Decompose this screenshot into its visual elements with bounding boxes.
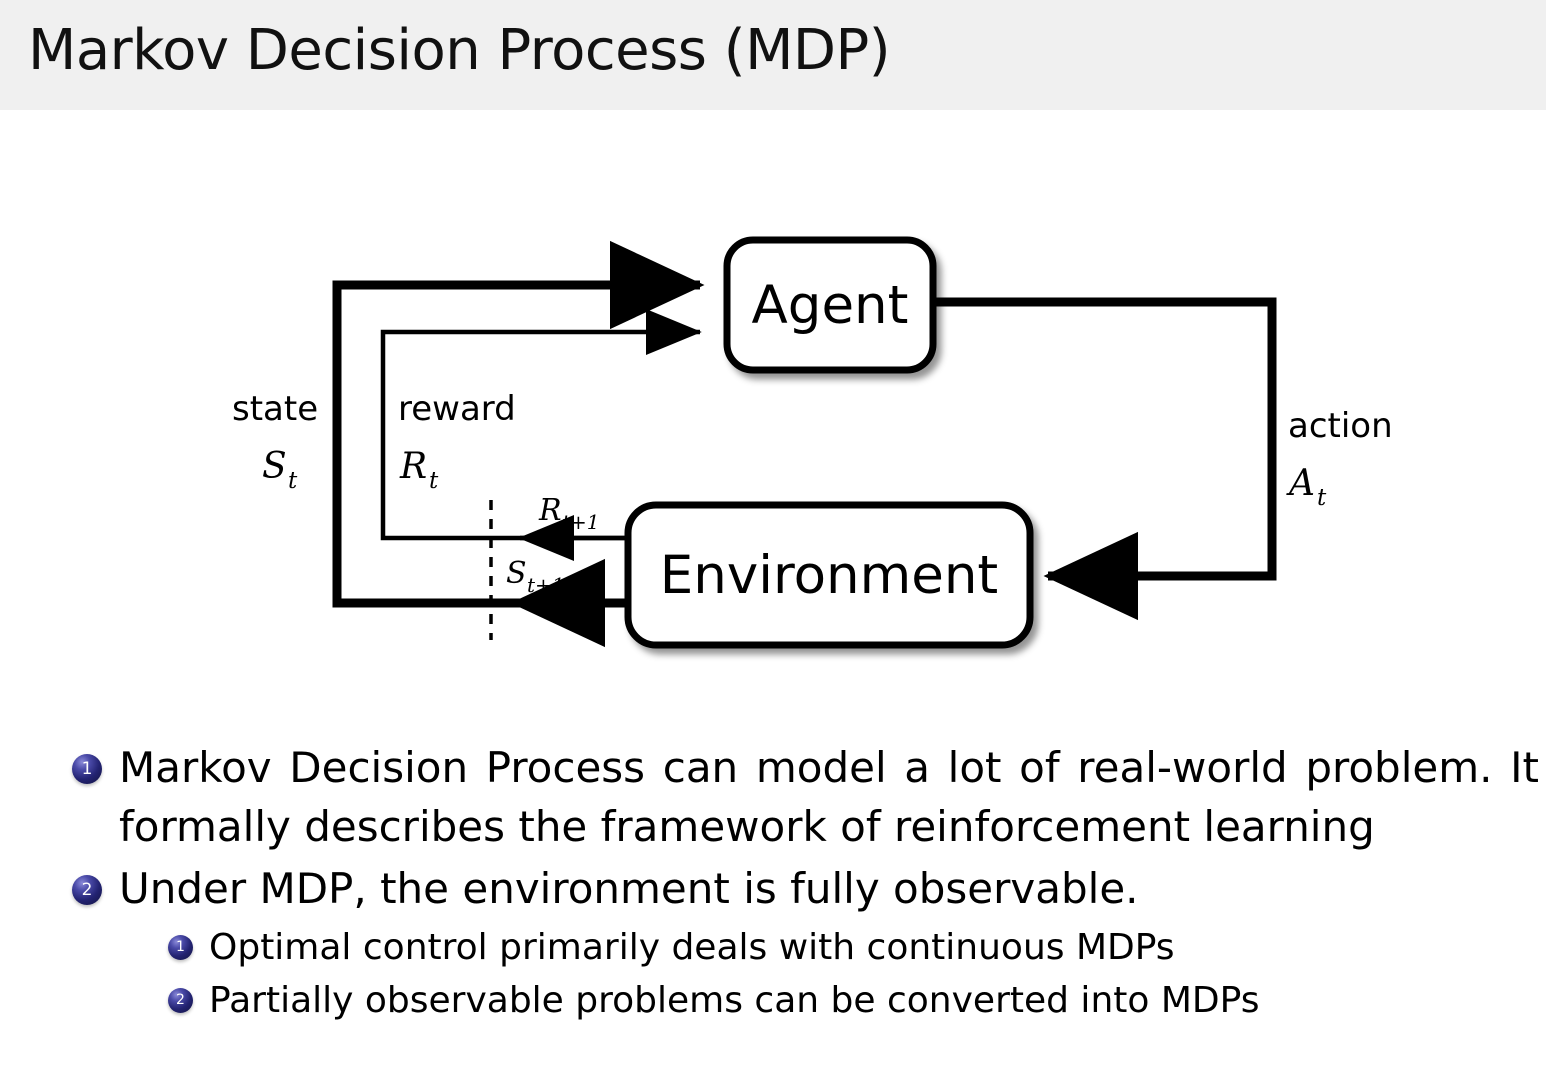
reward-symbol-label: R (399, 446, 427, 487)
reward-next-symbol-label: R (538, 493, 562, 528)
sub-bullet-text: Optimal control primarily deals with con… (209, 927, 1175, 968)
edge-label-state: state S t (232, 389, 318, 494)
agent-environment-loop-svg: Agent Environment state S t reward R t a… (232, 236, 1393, 649)
reward-next-symbol-subscript: t+1 (562, 510, 600, 534)
page-title: Markov Decision Process (MDP) (28, 18, 891, 83)
node-environment[interactable]: Environment (624, 501, 1034, 649)
edge-label-reward-next: R t+1 (538, 493, 600, 534)
state-next-symbol-label: S (506, 556, 527, 591)
edge-label-action: action A t (1286, 406, 1393, 511)
edge-action-path (933, 297, 1277, 621)
sub-list-item: 1 Optimal control primarily deals with c… (168, 921, 1546, 974)
node-agent[interactable]: Agent (723, 236, 937, 374)
sub-bullet-number-badge: 1 (168, 935, 193, 960)
sub-bullet-text: Partially observable problems can be con… (209, 980, 1260, 1021)
environment-box[interactable] (624, 501, 1034, 649)
edge-label-state-next: S t+1 (506, 556, 565, 597)
bullet-text: Under MDP, the environment is fully obse… (119, 864, 1139, 913)
edge-reward-path (380, 309, 702, 541)
action-word-label: action (1288, 406, 1393, 446)
sub-bullet-list: 1 Optimal control primarily deals with c… (0, 921, 1546, 1027)
edge-label-reward: reward R t (398, 389, 516, 494)
list-item: 2 Under MDP, the environment is fully ob… (72, 859, 1546, 918)
bullet-text: Markov Decision Process can model a lot … (119, 743, 1539, 851)
reward-word-label: reward (398, 389, 516, 429)
agent-box[interactable] (723, 236, 937, 374)
environment-label: Environment (660, 545, 998, 606)
state-symbol-subscript: t (288, 468, 298, 494)
slide-header: Markov Decision Process (MDP) (0, 0, 1546, 110)
sub-bullet-number-badge: 2 (168, 988, 193, 1013)
action-symbol-label: A (1286, 463, 1315, 504)
agent-label: Agent (752, 275, 909, 336)
state-word-label: state (232, 389, 318, 429)
bullet-list: 1 Markov Decision Process can model a lo… (0, 738, 1546, 1027)
state-next-symbol-subscript: t+1 (527, 573, 565, 597)
sub-list-item: 2 Partially observable problems can be c… (168, 974, 1546, 1027)
state-symbol-label: S (262, 446, 287, 487)
list-item: 1 Markov Decision Process can model a lo… (72, 738, 1546, 856)
action-symbol-subscript: t (1317, 485, 1327, 511)
bullet-number-badge: 1 (72, 754, 102, 784)
reward-symbol-subscript: t (429, 468, 439, 494)
mdp-diagram: Agent Environment state S t reward R t a… (0, 110, 1546, 710)
bullet-number-badge: 2 (72, 875, 102, 905)
edge-state-path (332, 240, 705, 608)
